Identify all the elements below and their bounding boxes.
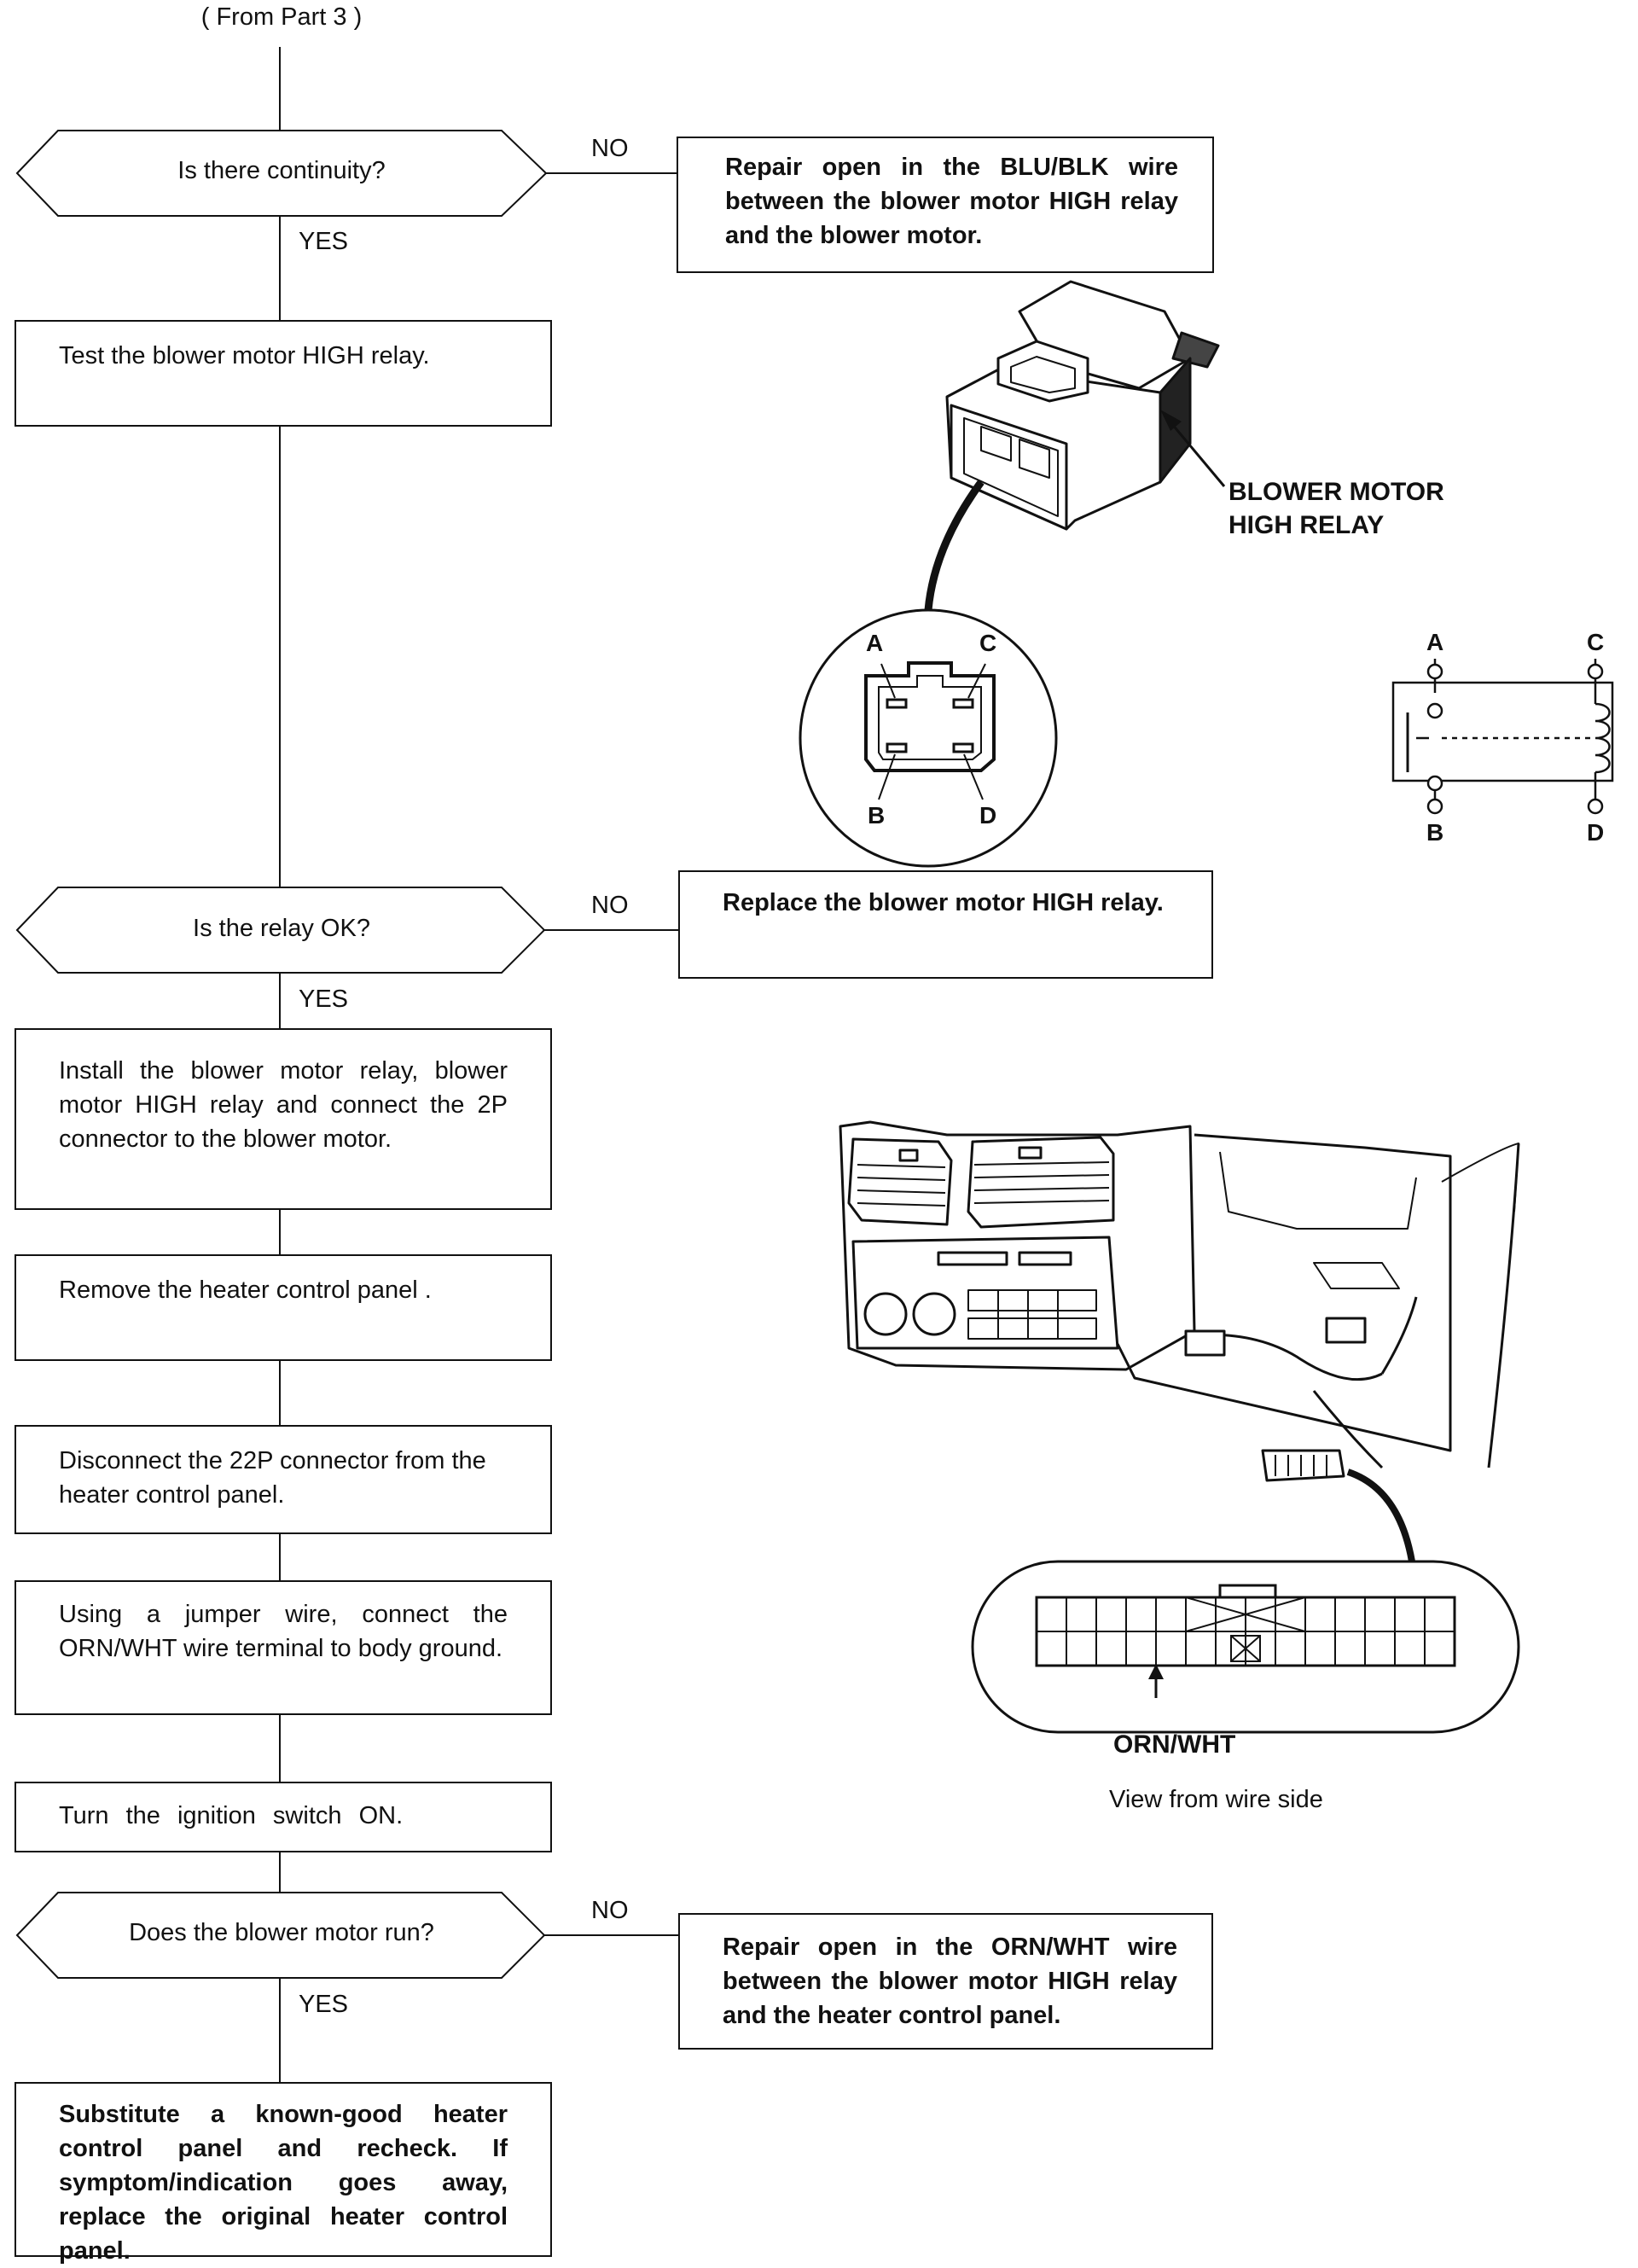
bracket (1313, 1262, 1400, 1289)
connector-22p-pins (1275, 1455, 1327, 1476)
yes-label-3: YES (299, 1991, 349, 2018)
relay-terminal-zoom (799, 608, 1058, 868)
terminal-d-node (1587, 798, 1604, 815)
vent-tab (1018, 1146, 1043, 1160)
unused-cavity-mark (1185, 1596, 1306, 1662)
terminal-a (886, 698, 908, 709)
relay-callout-label: BLOWER MOTOR HIGH RELAY (1228, 475, 1444, 542)
relay-pin-c-label: C (979, 630, 997, 656)
schematic-pin-c-label: C (1587, 629, 1605, 655)
schematic-outline-right (1587, 681, 1614, 782)
relay-illustration (924, 280, 1226, 611)
step-install: Install the blower motor relay, blower m… (15, 1028, 552, 1210)
pin-d-leader (963, 753, 984, 800)
decision-shape-1 (15, 130, 548, 217)
terminal-housing-outline (864, 661, 996, 772)
decision-shape-3 (15, 1892, 546, 1979)
schematic-outline-left (1391, 681, 1435, 782)
step-ignition: Turn the ignition switch ON. (15, 1782, 552, 1852)
result-box-1: Repair open in the BLU/BLK wire between … (677, 137, 1214, 273)
dashboard-illustration (839, 1120, 1520, 1562)
terminal-housing-inner (878, 675, 982, 760)
decision-shape-2 (15, 887, 546, 974)
dash-opening (1116, 1133, 1452, 1452)
relay-schematic (1391, 659, 1614, 815)
harness-connector (1325, 1317, 1367, 1344)
result-box-2: Replace the blower motor HIGH relay. (678, 870, 1213, 979)
relay-callout-line1: BLOWER MOTOR (1228, 478, 1444, 506)
schematic-pin-d-label: D (1587, 819, 1605, 846)
pin-a-leader (880, 663, 896, 699)
relay-latch-inner (1010, 356, 1076, 393)
dash-inner-line (1219, 1151, 1417, 1230)
relay-flange (1171, 331, 1220, 369)
from-part-label: ( From Part 3 ) (200, 3, 363, 31)
pin-c-leader (967, 663, 986, 699)
relay-callout-line (1165, 417, 1226, 487)
orn-wht-label: ORN/WHT (1113, 1730, 1236, 1759)
connector-grid-columns (1066, 1597, 1426, 1666)
schematic-pin-b-label: B (1426, 819, 1444, 846)
step-test-relay: Test the blower motor HIGH relay. (15, 320, 552, 427)
no-label-2: NO (591, 892, 629, 919)
display-slot (937, 1251, 1008, 1266)
terminal-a-node (1426, 663, 1443, 680)
connector-zoom (971, 1560, 1520, 1734)
pin-b-leader (878, 753, 896, 800)
relay-terminal-slot (980, 426, 1012, 462)
result-box-3: Repair open in the ORN/WHT wire between … (678, 1913, 1213, 2050)
relay-pin-a-label: A (866, 630, 884, 656)
yes-label-2: YES (299, 986, 349, 1013)
no-label-1: NO (591, 135, 629, 162)
step-disconnect: Disconnect the 22P connector from the he… (15, 1425, 552, 1534)
relay-pin-d-label: D (979, 802, 997, 829)
dash-edge-detail (1441, 1143, 1519, 1213)
relay-terminal-slot (1019, 439, 1050, 479)
relay-callout-arrowhead (1160, 410, 1182, 431)
dash-edge (1487, 1143, 1520, 1468)
yes-label-1: YES (299, 228, 349, 255)
no-label-3: NO (591, 1897, 629, 1924)
terminal-d (952, 742, 974, 753)
relay-callout-line2: HIGH RELAY (1228, 511, 1385, 539)
connector-lock-tab (1218, 1584, 1277, 1597)
terminal-c (952, 698, 974, 709)
schematic-pin-a-label: A (1426, 629, 1444, 655)
panel-buttons (967, 1289, 1097, 1340)
step-jumper: Using a jumper wire, connect the ORN/WHT… (15, 1580, 552, 1715)
wire-harness (1312, 1390, 1384, 1469)
decision-2-text: Is the relay OK? (193, 915, 370, 942)
connector-view-caption: View from wire side (1109, 1786, 1323, 1813)
control-knob (863, 1292, 908, 1336)
right-vent (967, 1136, 1115, 1229)
relay-pin-b-label: B (868, 802, 886, 829)
decision-1-text: Is there continuity? (177, 157, 386, 184)
decision-3-text: Does the blower motor run? (129, 1919, 434, 1946)
relay-coil (1594, 702, 1611, 774)
terminal-b-node (1426, 798, 1443, 815)
relay-zoom-leader (924, 480, 985, 611)
wire-harness (1194, 1333, 1383, 1381)
orn-wht-arrowhead (1148, 1664, 1164, 1679)
switch-contact-top (1426, 702, 1443, 719)
terminal-b (886, 742, 908, 753)
vent-tab (898, 1149, 919, 1162)
step-remove-panel: Remove the heater control panel . (15, 1254, 552, 1361)
terminal-c-node (1587, 663, 1604, 680)
switch-contact-bottom (1426, 775, 1443, 792)
wire-harness (1380, 1296, 1418, 1375)
display-slot (1018, 1251, 1072, 1266)
final-step: Substitute a known-good heater control p… (15, 2082, 552, 2265)
right-vent-louvers (973, 1161, 1110, 1204)
control-knob (912, 1292, 956, 1336)
connector-zoom-leader (1346, 1468, 1415, 1562)
left-vent-louvers (857, 1164, 946, 1207)
connector-22p (1261, 1449, 1345, 1482)
harness-connector (1184, 1329, 1226, 1357)
zoom-circle (799, 608, 1058, 868)
